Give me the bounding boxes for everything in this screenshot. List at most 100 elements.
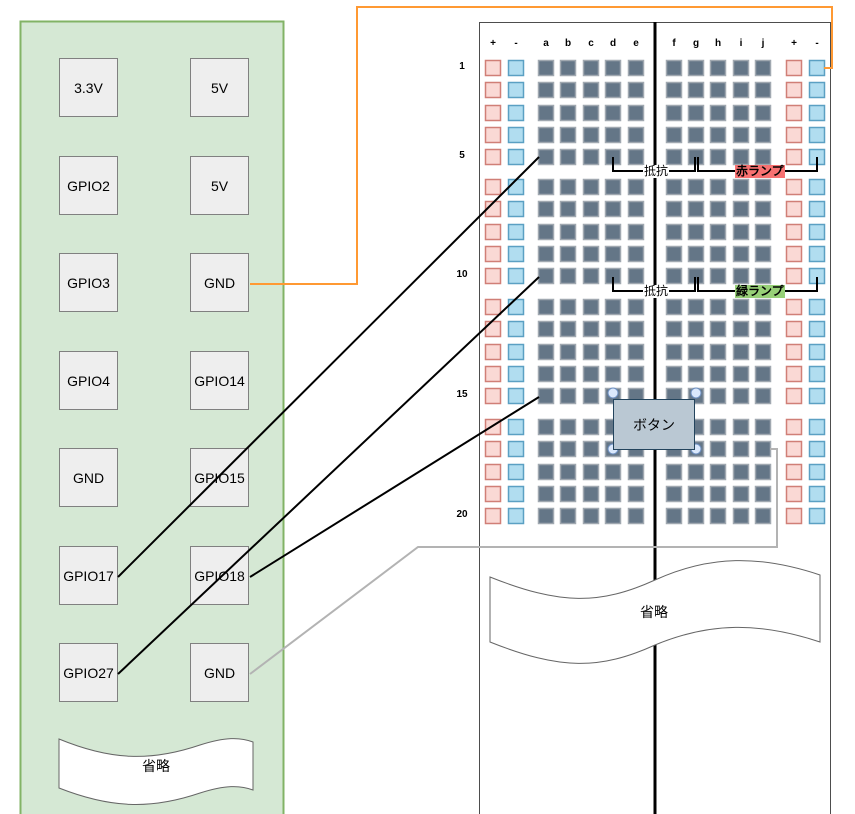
pin-label: GPIO2 (67, 177, 110, 194)
breadboard-hole-f6 (665, 178, 683, 196)
column-header-11: i (739, 38, 743, 49)
breadboard-hole-f14 (665, 365, 683, 383)
breadboard-hole-e5 (627, 148, 645, 166)
breadboard-hole-b6 (559, 178, 577, 196)
breadboard-hole-+12 (785, 320, 803, 338)
breadboard-hole-e19 (627, 485, 645, 503)
breadboard-hole-c18 (582, 463, 600, 481)
breadboard-hole-j1 (754, 59, 772, 77)
breadboard-hole-j8 (754, 223, 772, 241)
breadboard-hole-h13 (709, 343, 727, 361)
breadboard-hole--20 (507, 507, 525, 525)
breadboard-hole-+1 (484, 59, 502, 77)
pin-label: GPIO14 (194, 372, 245, 389)
breadboard-hole-f12 (665, 320, 683, 338)
breadboard-hole-c6 (582, 178, 600, 196)
breadboard-hole-+16 (484, 418, 502, 436)
column-header-1: + (490, 38, 496, 49)
breadboard-hole-g12 (687, 320, 705, 338)
breadboard-hole-c17 (582, 440, 600, 458)
breadboard-hole-c9 (582, 245, 600, 263)
breadboard-hole-+13 (785, 343, 803, 361)
breadboard-hole-e6 (627, 178, 645, 196)
breadboard-hole-h17 (709, 440, 727, 458)
red-lamp-label: 赤ランプ (735, 164, 785, 178)
breadboard-hole-f8 (665, 223, 683, 241)
breadboard-hole-b12 (559, 320, 577, 338)
breadboard-hole--2 (507, 81, 525, 99)
breadboard-hole-f18 (665, 463, 683, 481)
breadboard-hole--3 (507, 104, 525, 122)
breadboard-hole--19 (808, 485, 826, 503)
breadboard-hole-i9 (732, 245, 750, 263)
breadboard-hole-h4 (709, 126, 727, 144)
pin-label: 5V (210, 177, 229, 194)
breadboard-hole-g8 (687, 223, 705, 241)
pin-label: GPIO3 (67, 274, 110, 291)
breadboard-hole-e18 (627, 463, 645, 481)
breadboard-hole-d12 (604, 320, 622, 338)
button-pin-d15 (607, 387, 619, 399)
breadboard-hole-j16 (754, 418, 772, 436)
pin-label: GPIO17 (63, 567, 114, 584)
breadboard-hole-a17 (537, 440, 555, 458)
breadboard-hole--6 (507, 178, 525, 196)
push-button: ボタン (613, 399, 695, 450)
column-header-3: a (543, 38, 549, 49)
breadboard-hole-+1 (785, 59, 803, 77)
breadboard-hole-a15 (537, 387, 555, 405)
pin-gpio17: GPIO17 (59, 546, 118, 605)
breadboard-hole-h11 (709, 298, 727, 316)
breadboard-hole-j17 (754, 440, 772, 458)
breadboard-hole-c15 (582, 387, 600, 405)
breadboard-hole-e11 (627, 298, 645, 316)
breadboard-hole--7 (808, 200, 826, 218)
breadboard-hole-c14 (582, 365, 600, 383)
breadboard-hole-a6 (537, 178, 555, 196)
breadboard-hole-e13 (627, 343, 645, 361)
breadboard-hole-i18 (732, 463, 750, 481)
breadboard-hole--11 (808, 298, 826, 316)
breadboard-hole-g2 (687, 81, 705, 99)
breadboard-hole-h9 (709, 245, 727, 263)
breadboard-hole-+14 (785, 365, 803, 383)
push-button-label: ボタン (633, 416, 675, 433)
breadboard-hole-b8 (559, 223, 577, 241)
row-number-10: 10 (456, 269, 468, 280)
breadboard-hole-f13 (665, 343, 683, 361)
breadboard-hole-+17 (484, 440, 502, 458)
column-header-13: + (791, 38, 797, 49)
breadboard-hole-a14 (537, 365, 555, 383)
breadboard-hole-c1 (582, 59, 600, 77)
breadboard-hole-g13 (687, 343, 705, 361)
breadboard-hole-a10 (537, 267, 555, 285)
breadboard-hole-+17 (785, 440, 803, 458)
breadboard-hole-c13 (582, 343, 600, 361)
row-number-1: 1 (459, 61, 465, 72)
breadboard-hole-c20 (582, 507, 600, 525)
breadboard-hole-e8 (627, 223, 645, 241)
pin-gpio14: GPIO14 (190, 351, 249, 410)
breadboard-hole-c5 (582, 148, 600, 166)
pin-gpio15: GPIO15 (190, 448, 249, 507)
breadboard-hole-d7 (604, 200, 622, 218)
breadboard-hole-i14 (732, 365, 750, 383)
breadboard-hole-i8 (732, 223, 750, 241)
breadboard-hole-b10 (559, 267, 577, 285)
breadboard-hole-d19 (604, 485, 622, 503)
pin-label: GPIO15 (194, 469, 245, 486)
breadboard-hole-j3 (754, 104, 772, 122)
breadboard-hole-a16 (537, 418, 555, 436)
pin-label: 5V (210, 79, 229, 96)
breadboard-hole-a20 (537, 507, 555, 525)
breadboard-hole-b9 (559, 245, 577, 263)
breadboard-hole-f4 (665, 126, 683, 144)
green-lamp-label: 緑ランプ (735, 284, 785, 298)
breadboard-hole-+5 (484, 148, 502, 166)
breadboard-hole-c4 (582, 126, 600, 144)
breadboard-hole-b3 (559, 104, 577, 122)
breadboard-hole-g20 (687, 507, 705, 525)
breadboard-hole--1 (507, 59, 525, 77)
breadboard-hole-c8 (582, 223, 600, 241)
breadboard-hole-h3 (709, 104, 727, 122)
